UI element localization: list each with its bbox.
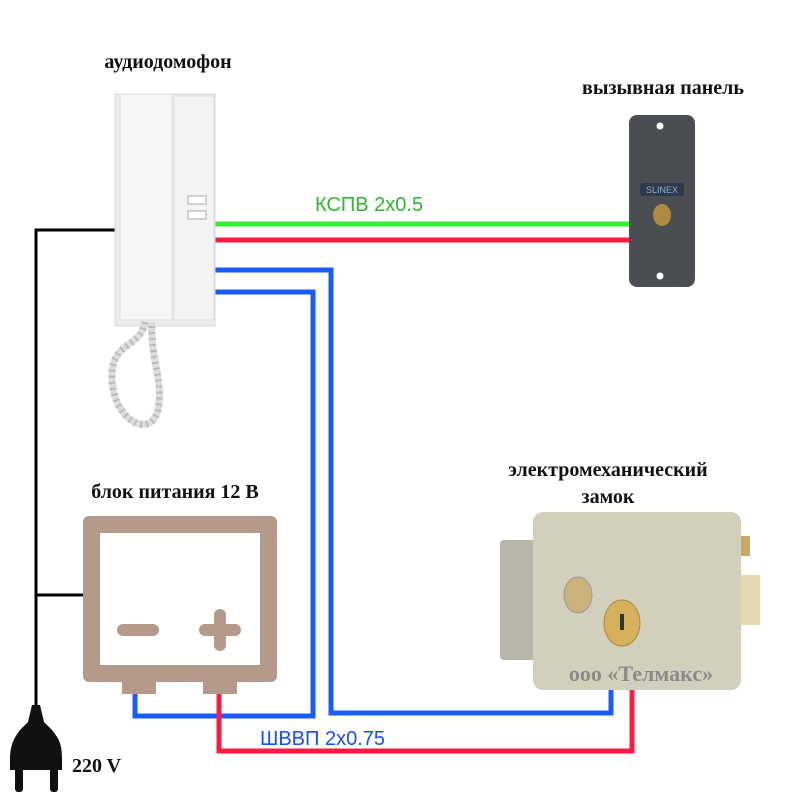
intercom-label: аудиодомофон xyxy=(104,51,231,73)
electromechanical-lock-icon: ооо «Телмакс» xyxy=(500,512,760,690)
panel-brand-text: SLINEX xyxy=(646,185,678,195)
blue-wire-lock xyxy=(215,267,614,716)
mains-label: 220 V xyxy=(72,755,122,777)
watermark-text: ооо «Телмакс» xyxy=(569,661,713,686)
lock-label-line2: замок xyxy=(582,486,635,508)
psu-label: блок питания 12 В xyxy=(91,481,259,503)
cable-panel-label: КСПВ 2x0.5 xyxy=(315,194,423,216)
call-panel-label: вызывная панель xyxy=(582,77,744,99)
cable-lock-label: ШВВП 2x0.75 xyxy=(260,728,385,750)
call-panel-icon: SLINEX xyxy=(629,115,695,287)
lock-label-line1: электромеханический xyxy=(508,459,707,481)
power-plug-icon xyxy=(10,705,62,792)
minus-icon xyxy=(117,624,159,636)
power-supply-icon xyxy=(83,516,277,694)
blue-wire-psu xyxy=(132,289,316,719)
red-wire-lock xyxy=(216,672,635,754)
intercom-handset-icon xyxy=(108,93,216,428)
mains-wire xyxy=(34,228,115,712)
